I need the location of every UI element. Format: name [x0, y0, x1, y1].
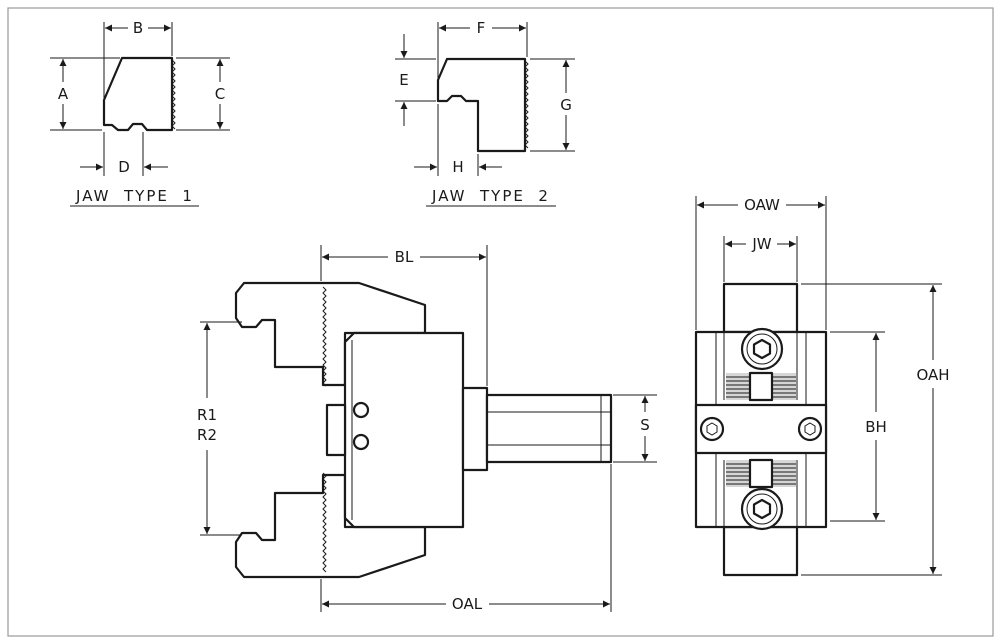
dim-label-oal: OAL [452, 595, 483, 613]
dim-label-e: E [399, 71, 408, 89]
dim-label-bl: BL [395, 248, 414, 266]
jaw-type-1-view: B A C D JAW TYPE 1 [50, 19, 230, 207]
dim-label-f: F [477, 19, 486, 37]
dim-label-g: G [560, 96, 572, 114]
dim-label-r1: R1 [197, 406, 217, 424]
dim-label-a: A [58, 85, 69, 103]
end-view: OAW JW OAH BH [694, 196, 950, 577]
dim-label-r2: R2 [197, 426, 217, 444]
dim-label-bh: BH [865, 418, 887, 436]
page-border [7, 7, 994, 637]
caption-jaw-type-2: JAW TYPE 2 [431, 187, 550, 205]
dim-label-b: B [133, 19, 143, 37]
dim-label-c: C [215, 85, 225, 103]
dim-label-jw: JW [751, 235, 771, 253]
caption-jaw-type-1: JAW TYPE 1 [75, 187, 194, 205]
dim-label-s: S [640, 416, 650, 434]
side-view: BL OAL R1 R2 S [197, 245, 657, 613]
dim-label-oah: OAH [916, 366, 949, 384]
dim-label-d: D [118, 158, 130, 176]
jaw-type-2-view: F E G H JAW TYPE 2 [395, 19, 575, 207]
dim-label-h: H [452, 158, 463, 176]
dim-label-oaw: OAW [744, 196, 780, 214]
